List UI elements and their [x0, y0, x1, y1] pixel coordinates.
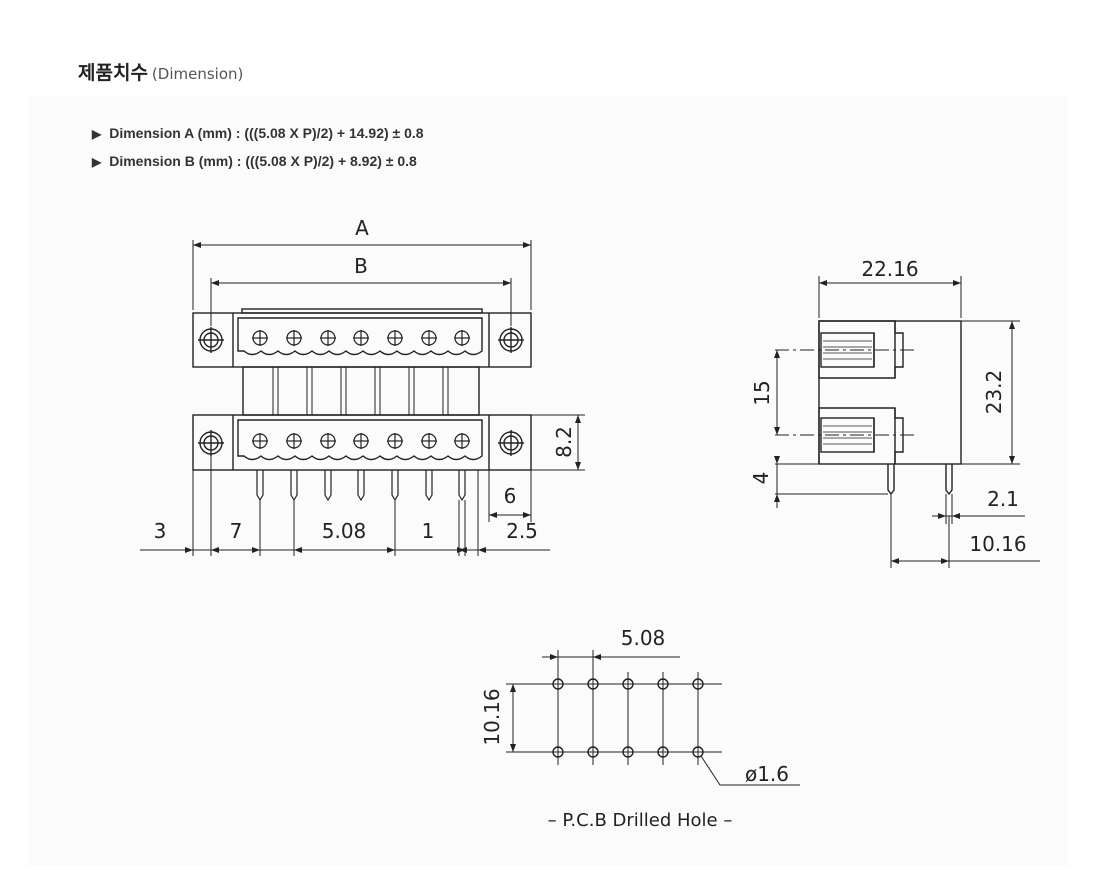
formula-b-expr: (((5.08 X P)/2) + 8.92) ± 0.8 — [245, 153, 417, 169]
side-body — [818, 320, 962, 465]
title-english: (Dimension) — [151, 65, 244, 83]
formula-a-expr: (((5.08 X P)/2) + 14.92) ± 0.8 — [244, 125, 424, 141]
bullet-triangle-icon: ▶ — [92, 155, 102, 169]
dim-a-label: A — [355, 216, 369, 240]
bullet-triangle-icon: ▶ — [92, 127, 102, 141]
pcb-row-gap-label: 10.16 — [480, 688, 504, 745]
upper-connector-body — [192, 312, 532, 368]
page-title: 제품치수(Dimension) — [78, 58, 243, 85]
formula-b-label: Dimension B (mm) : — [109, 153, 242, 169]
dim-4-label: 4 — [749, 472, 773, 485]
pcb-hole-label: ø1.6 — [745, 762, 789, 786]
side-view — [774, 276, 1040, 568]
dim-3-label: 3 — [154, 519, 167, 543]
dim-23-2-label: 23.2 — [982, 370, 1006, 415]
formula-a-label: Dimension A (mm) : — [109, 125, 241, 141]
formula-b: ▶ Dimension B (mm) : (((5.08 X P)/2) + 8.… — [92, 153, 417, 169]
title-korean: 제품치수 — [78, 62, 148, 84]
dim-22-16-label: 22.16 — [861, 257, 918, 281]
pcb-caption: – P.C.B Drilled Hole – — [548, 810, 733, 831]
dim-10-16-label: 10.16 — [969, 532, 1026, 556]
dim-5-08-label: 5.08 — [322, 519, 367, 543]
formula-a: ▶ Dimension A (mm) : (((5.08 X P)/2) + 14… — [92, 125, 424, 141]
lower-connector-body — [192, 414, 532, 471]
dim-1-label: 1 — [422, 519, 435, 543]
dim-6-label: 6 — [504, 484, 517, 508]
dim-15-label: 15 — [750, 380, 774, 405]
dim-2-1-label: 2.1 — [987, 487, 1019, 511]
dim-7-label: 7 — [230, 519, 243, 543]
dim-b-label: B — [354, 254, 368, 278]
dim-8-2-label: 8.2 — [552, 426, 576, 458]
front-view — [140, 240, 585, 556]
pcb-pitch-label: 5.08 — [621, 626, 666, 650]
dim-2-5-label: 2.5 — [506, 519, 538, 543]
pcb-drill-pattern — [506, 650, 800, 786]
